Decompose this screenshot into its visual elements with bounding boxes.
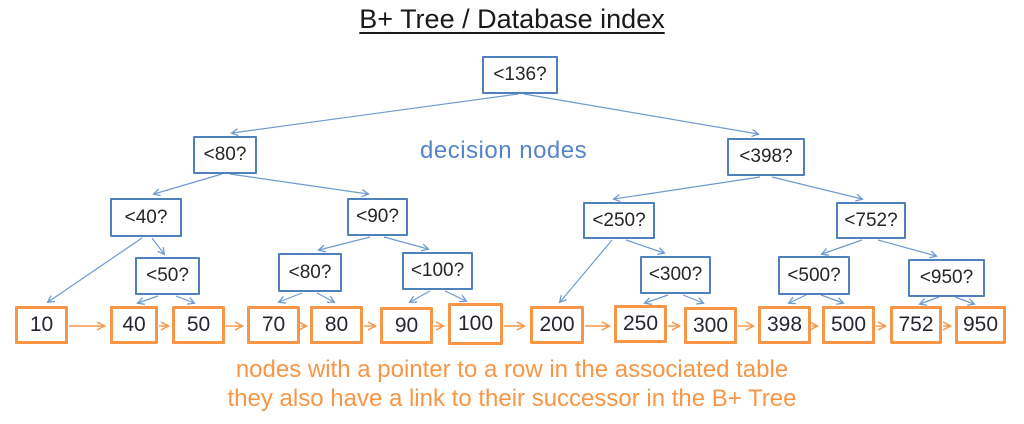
leaf-node-300: 300 bbox=[684, 307, 737, 344]
decision-node-lt398: <398? bbox=[727, 138, 805, 176]
leaf-node-40: 40 bbox=[110, 306, 158, 344]
leaf-node-70: 70 bbox=[247, 306, 300, 344]
decision-node-lt50: <50? bbox=[135, 257, 200, 295]
decision-node-lt950: <950? bbox=[908, 259, 985, 297]
leaf-caption-line1: nodes with a pointer to a row in the ass… bbox=[235, 356, 789, 383]
decision-node-lt300: <300? bbox=[640, 256, 711, 294]
leaf-caption-line2: they also have a link to their successor… bbox=[227, 385, 797, 412]
decision-node-lt136: <136? bbox=[482, 56, 558, 94]
leaf-node-200: 200 bbox=[530, 306, 584, 344]
decision-node-lt90: <90? bbox=[347, 198, 408, 236]
leaf-node-90: 90 bbox=[380, 307, 433, 344]
leaf-node-398: 398 bbox=[758, 306, 811, 344]
decision-node-lt250: <250? bbox=[583, 202, 655, 239]
decision-node-lt80-level4: <80? bbox=[278, 253, 342, 292]
decision-node-lt80: <80? bbox=[193, 136, 257, 174]
decision-node-lt40: <40? bbox=[110, 198, 182, 237]
decision-node-lt100: <100? bbox=[402, 252, 473, 290]
leaf-node-500: 500 bbox=[822, 306, 875, 344]
page-title: B+ Tree / Database index bbox=[359, 4, 665, 34]
leaf-node-752: 752 bbox=[890, 306, 942, 344]
leaf-node-250: 250 bbox=[614, 305, 667, 343]
decision-node-lt500: <500? bbox=[778, 256, 850, 295]
leaf-node-100: 100 bbox=[448, 303, 503, 345]
decision-nodes-annotation: decision nodes bbox=[420, 137, 588, 164]
decision-node-lt752: <752? bbox=[836, 202, 906, 239]
leaf-node-80: 80 bbox=[310, 306, 363, 344]
leaf-node-950: 950 bbox=[955, 306, 1006, 344]
leaf-node-10: 10 bbox=[15, 306, 68, 344]
leaf-node-50: 50 bbox=[172, 306, 225, 344]
